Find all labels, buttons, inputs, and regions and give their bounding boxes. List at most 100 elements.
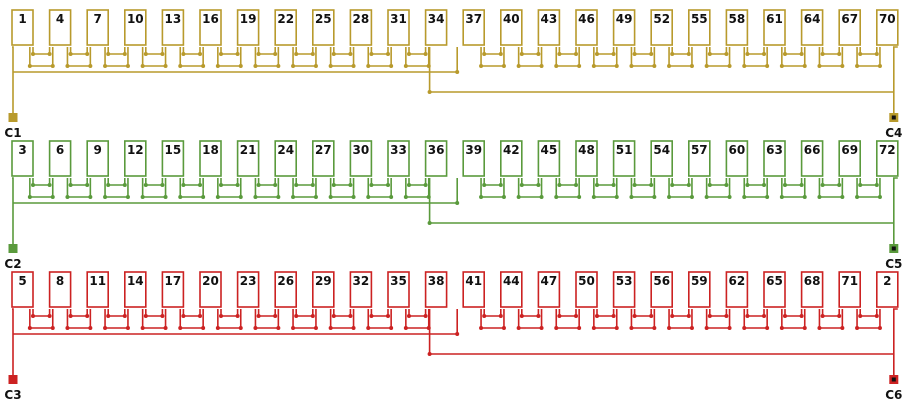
junction-dot: [779, 326, 784, 330]
junction-dot: [256, 52, 261, 56]
junction-dot: [554, 64, 559, 68]
end-connector: [781, 178, 806, 198]
end-connector: [821, 309, 841, 317]
slot-box: [274, 271, 298, 308]
slot-box: [199, 271, 222, 308]
lead-wire: [892, 308, 898, 375]
junction-dot: [369, 183, 374, 187]
end-connector: [517, 309, 543, 329]
end-connector: [784, 178, 803, 186]
end-connector: [859, 47, 878, 55]
slot-box: [838, 9, 862, 46]
junction-dot: [198, 314, 202, 318]
junction-dot: [591, 64, 596, 68]
junction-dot: [276, 326, 281, 330]
slot-label: 48: [578, 143, 595, 157]
terminal-square: [8, 375, 18, 384]
slot-label: 1: [18, 12, 26, 26]
end-connector: [480, 47, 505, 67]
end-connector: [705, 47, 731, 67]
lead-wire: [12, 177, 14, 244]
slot-label: 53: [616, 274, 633, 288]
slot-box: [124, 140, 147, 177]
junction-dot: [201, 326, 206, 330]
junction-dot: [331, 314, 336, 318]
junction-dot: [611, 52, 616, 56]
junction-dot: [689, 195, 694, 199]
junction-dot: [874, 52, 879, 56]
slot-box: [800, 140, 824, 177]
junction-dot: [351, 326, 356, 330]
junction-dot: [201, 195, 206, 199]
junction-dot: [407, 52, 411, 56]
slot-box: [725, 140, 749, 177]
slot-label: 40: [503, 12, 520, 26]
junction-dot: [389, 195, 394, 199]
junction-dot: [273, 314, 278, 318]
junction-dot: [877, 195, 882, 199]
slot-label: 30: [353, 143, 370, 157]
slot-label: 44: [503, 274, 520, 288]
junction-dot: [386, 314, 390, 318]
slot-label: 12: [127, 143, 144, 157]
end-connector: [818, 309, 844, 329]
lead-wire: [892, 46, 898, 113]
slot-box: [725, 9, 749, 46]
end-connector: [69, 309, 88, 317]
slot-label: 13: [165, 12, 182, 26]
junction-dot: [482, 52, 487, 56]
junction-dot: [85, 52, 90, 56]
junction-dot: [667, 326, 672, 330]
junction-dot: [331, 52, 336, 56]
slot-label: 3: [18, 143, 26, 157]
junction-dot: [273, 52, 278, 56]
junction-dot: [369, 52, 374, 56]
end-connector: [746, 178, 765, 186]
slot-label: 37: [465, 12, 482, 26]
junction-dot: [632, 52, 637, 56]
junction-dot: [536, 183, 541, 187]
junction-dot: [670, 314, 675, 318]
junction-dot: [273, 183, 278, 187]
slot-box: [650, 271, 674, 308]
junction-dot: [629, 195, 634, 199]
junction-dot: [501, 195, 506, 199]
junction-dot: [103, 326, 108, 330]
junction-dot: [423, 183, 428, 187]
junction-dot: [817, 64, 822, 68]
slot-box: [462, 271, 486, 308]
junction-dot: [65, 195, 70, 199]
end-connector: [370, 309, 389, 317]
end-connector: [630, 309, 656, 329]
slot-label: 17: [165, 274, 182, 288]
end-connector: [555, 178, 580, 198]
end-connector: [483, 309, 502, 317]
end-connector: [558, 309, 577, 317]
slot-box: [48, 140, 72, 177]
end-connector: [257, 309, 277, 317]
end-connector: [217, 47, 242, 67]
slot-label: 20: [202, 274, 219, 288]
slot-label: 50: [578, 274, 595, 288]
junction-dot: [724, 314, 729, 318]
end-connector: [254, 309, 280, 329]
junction-dot: [817, 326, 822, 330]
end-connector: [145, 309, 164, 317]
junction-dot: [140, 326, 145, 330]
slot-box: [161, 271, 185, 308]
end-connector: [332, 47, 352, 55]
end-connector: [104, 309, 129, 329]
slot-label: 45: [541, 143, 558, 157]
end-connector: [483, 47, 502, 55]
junction-dot: [652, 64, 657, 68]
slot-label: 4: [56, 12, 64, 26]
junction-dot: [369, 314, 374, 318]
junction-dot: [611, 314, 616, 318]
junction-dot: [539, 326, 544, 330]
junction-dot: [163, 64, 168, 68]
junction-dot: [201, 64, 206, 68]
end-connector: [332, 178, 352, 186]
junction-dot: [577, 195, 582, 199]
slot-label: 58: [729, 12, 746, 26]
